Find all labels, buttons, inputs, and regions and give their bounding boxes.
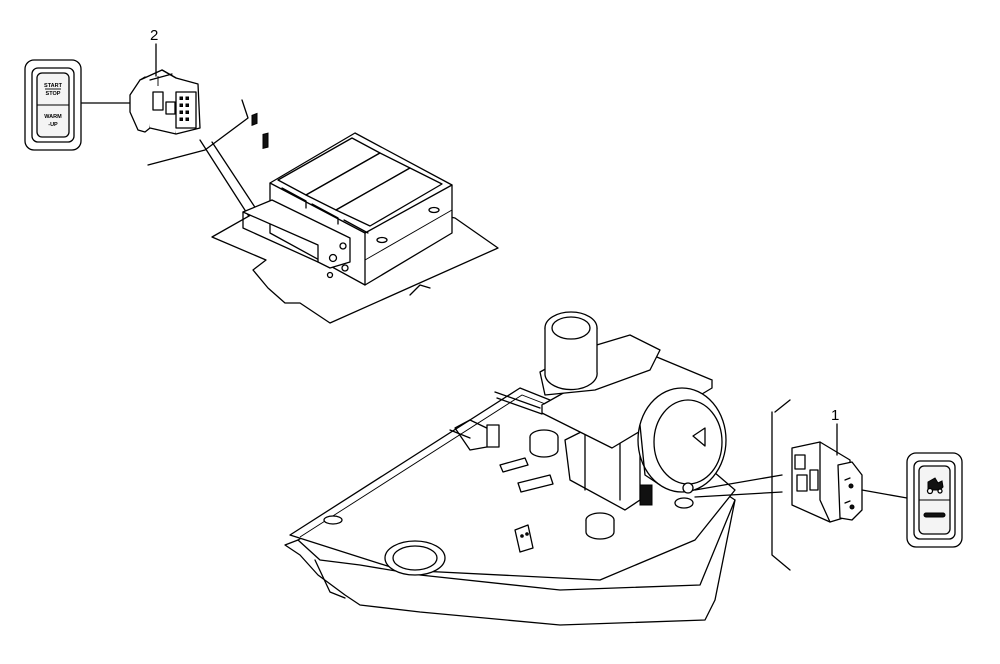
operator-console-assembly <box>284 311 783 626</box>
cutaway-frame-top <box>147 99 249 166</box>
switch-face-1-leader <box>861 489 908 499</box>
callout-1: 1 <box>831 407 839 424</box>
tractor-switch-face <box>906 452 963 548</box>
callout-2: 2 <box>150 27 158 44</box>
leader-to-switch-top <box>694 474 783 491</box>
switch-label-stop: STOP <box>46 91 61 97</box>
control-module-assembly <box>211 112 499 324</box>
leader-to-box-a <box>199 139 251 219</box>
switch-body-item-1 <box>791 441 863 523</box>
leader-to-switch-bottom <box>694 491 783 498</box>
tractor-load-icon <box>926 477 944 495</box>
switch-label-up: -UP <box>48 122 58 128</box>
leader-to-box-b <box>211 141 263 219</box>
cutaway-frame-right <box>771 399 791 571</box>
switch-label-warm: WARM <box>44 114 62 120</box>
indicator-bar-icon <box>923 512 946 518</box>
switch-body-item-2 <box>129 69 201 135</box>
start-stop-switch-face: START STOP WARM -UP <box>24 59 82 151</box>
switch-label-start: START <box>44 83 63 89</box>
